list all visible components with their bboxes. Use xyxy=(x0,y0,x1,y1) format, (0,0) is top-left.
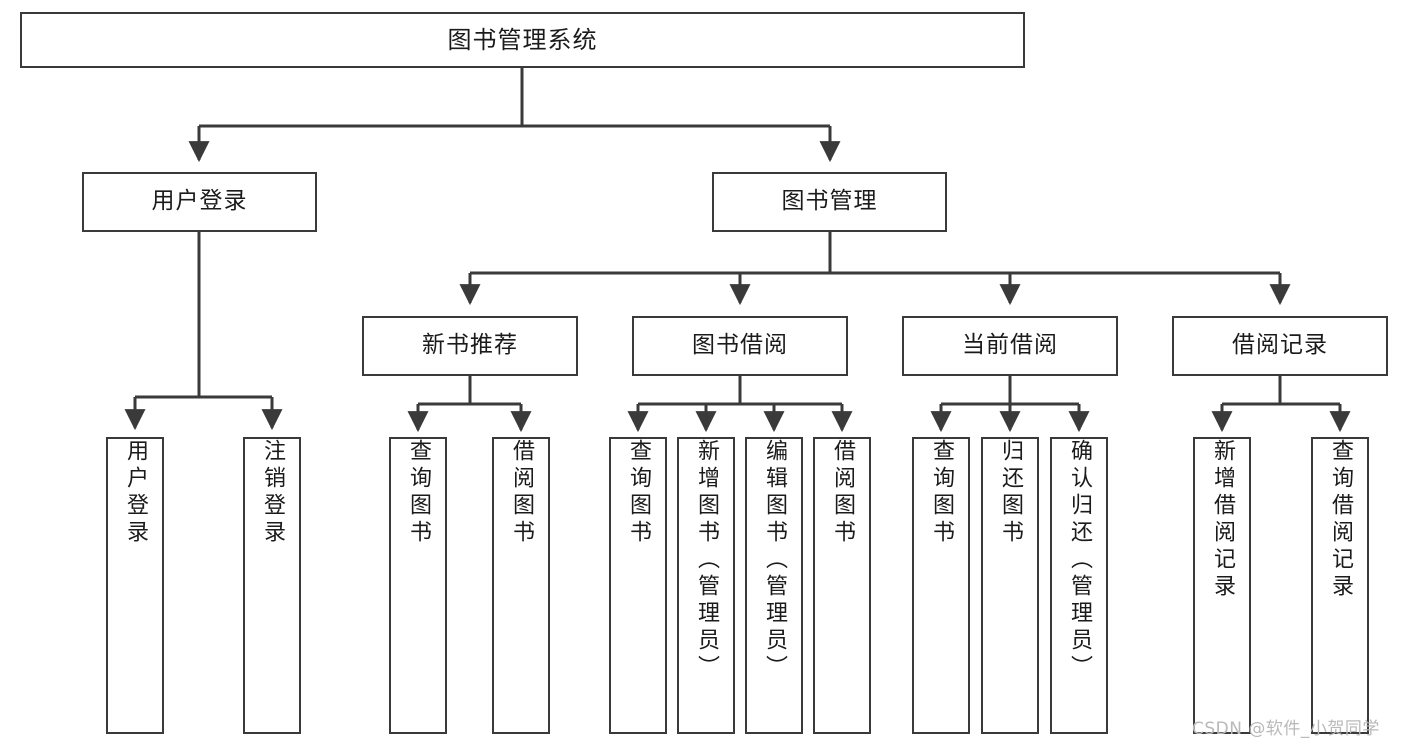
leaf-edit-book-admin[interactable]: 编辑图书（管理员） xyxy=(745,437,803,734)
node-label: 图书管理 xyxy=(781,188,878,215)
leaf-user-logout[interactable]: 注销登录 xyxy=(243,437,301,734)
node-label: 查询图书 xyxy=(626,439,651,547)
leaf-return-book[interactable]: 归还图书 xyxy=(981,437,1039,734)
node-label: 用户登录 xyxy=(151,188,248,215)
leaf-user-login[interactable]: 用户登录 xyxy=(106,437,164,734)
node-new-book-recommendation[interactable]: 新书推荐 xyxy=(362,316,578,376)
node-label: 编辑图书（管理员） xyxy=(762,439,787,682)
node-label: 查询借阅记录 xyxy=(1328,439,1353,601)
node-book-management[interactable]: 图书管理 xyxy=(712,172,947,232)
node-user-login[interactable]: 用户登录 xyxy=(82,172,317,232)
node-root-book-management-system[interactable]: 图书管理系统 xyxy=(20,12,1025,68)
node-current-borrow[interactable]: 当前借阅 xyxy=(902,316,1118,376)
node-borrow-record[interactable]: 借阅记录 xyxy=(1172,316,1388,376)
leaf-confirm-return-admin[interactable]: 确认归还（管理员） xyxy=(1050,437,1108,734)
node-label: 借阅记录 xyxy=(1232,332,1328,359)
node-label: 用户登录 xyxy=(123,439,148,547)
leaf-add-book-admin[interactable]: 新增图书（管理员） xyxy=(677,437,735,734)
node-label: 注销登录 xyxy=(260,439,285,547)
node-book-borrow[interactable]: 图书借阅 xyxy=(632,316,848,376)
node-label: 图书管理系统 xyxy=(447,25,598,54)
node-label: 借阅图书 xyxy=(509,439,534,547)
node-label: 新增借阅记录 xyxy=(1210,439,1235,601)
node-label: 查询图书 xyxy=(929,439,954,547)
leaf-query-book-new-rec[interactable]: 查询图书 xyxy=(389,437,447,734)
leaf-borrow-book-borrow[interactable]: 借阅图书 xyxy=(813,437,871,734)
node-label: 归还图书 xyxy=(998,439,1023,547)
leaf-query-book-borrow[interactable]: 查询图书 xyxy=(609,437,667,734)
leaf-query-borrow-record[interactable]: 查询借阅记录 xyxy=(1311,437,1369,734)
node-label: 查询图书 xyxy=(406,439,431,547)
csdn-watermark: CSDN @软件_小贺同学 xyxy=(1192,719,1380,739)
leaf-borrow-book-new-rec[interactable]: 借阅图书 xyxy=(492,437,550,734)
node-label: 借阅图书 xyxy=(830,439,855,547)
leaf-add-borrow-record[interactable]: 新增借阅记录 xyxy=(1193,437,1251,734)
node-label: 确认归还（管理员） xyxy=(1067,439,1092,682)
node-label: 当前借阅 xyxy=(962,332,1058,359)
leaf-query-book-current[interactable]: 查询图书 xyxy=(912,437,970,734)
node-label: 新书推荐 xyxy=(422,332,518,359)
node-label: 新增图书（管理员） xyxy=(694,439,719,682)
node-label: 图书借阅 xyxy=(692,332,788,359)
